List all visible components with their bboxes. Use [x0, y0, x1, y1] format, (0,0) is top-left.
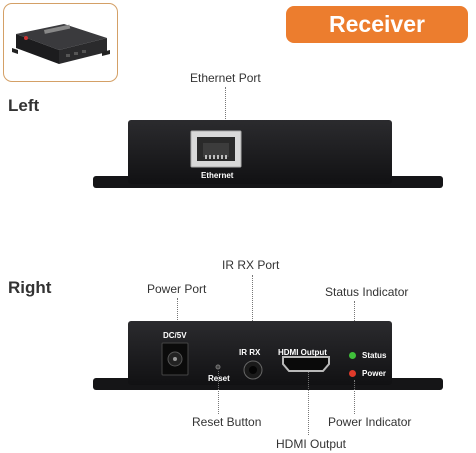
ethernet-port-callout: Ethernet Port: [190, 71, 261, 85]
left-view-label: Left: [8, 96, 40, 115]
receiver-banner-label: Receiver: [329, 11, 425, 37]
reset-button-leader: [218, 371, 219, 414]
status-indicator-callout: Status Indicator: [325, 285, 409, 299]
power-led: [349, 370, 356, 377]
power-indicator-leader: [354, 380, 355, 414]
panel-hdmi-output-label: HDMI Output: [278, 348, 327, 357]
left-panel-graphic: [93, 120, 443, 188]
reset-button-callout: Reset Button: [192, 415, 262, 429]
right-side-device-panel: DC/5V IR RX HDMI Output Status Power Res…: [93, 318, 443, 398]
receiver-banner: Receiver: [286, 6, 468, 43]
hdmi-output-callout: HDMI Output: [276, 437, 347, 451]
right-panel-graphic: [93, 321, 443, 390]
power-port-callout: Power Port: [147, 282, 207, 296]
panel-power-label: Power: [362, 369, 387, 378]
ir-rx-port-callout: IR RX Port: [222, 258, 280, 272]
ir-rx-port-leader: [252, 275, 253, 347]
power-port-leader: [177, 298, 178, 332]
power-indicator-callout: Power Indicator: [328, 415, 412, 429]
product-thumbnail-image: [12, 24, 110, 64]
panel-ethernet-label: Ethernet: [201, 171, 234, 180]
panel-ir-rx-label: IR RX: [239, 348, 261, 357]
status-led: [349, 352, 356, 359]
panel-status-label: Status: [362, 351, 387, 360]
hdmi-output-leader: [308, 372, 309, 435]
ethernet-port-leader: [225, 87, 226, 127]
right-view-label: Right: [8, 278, 52, 297]
left-side-device-panel: Ethernet: [93, 118, 443, 198]
product-thumbnail: [3, 3, 118, 82]
panel-dc-label: DC/5V: [163, 331, 187, 340]
